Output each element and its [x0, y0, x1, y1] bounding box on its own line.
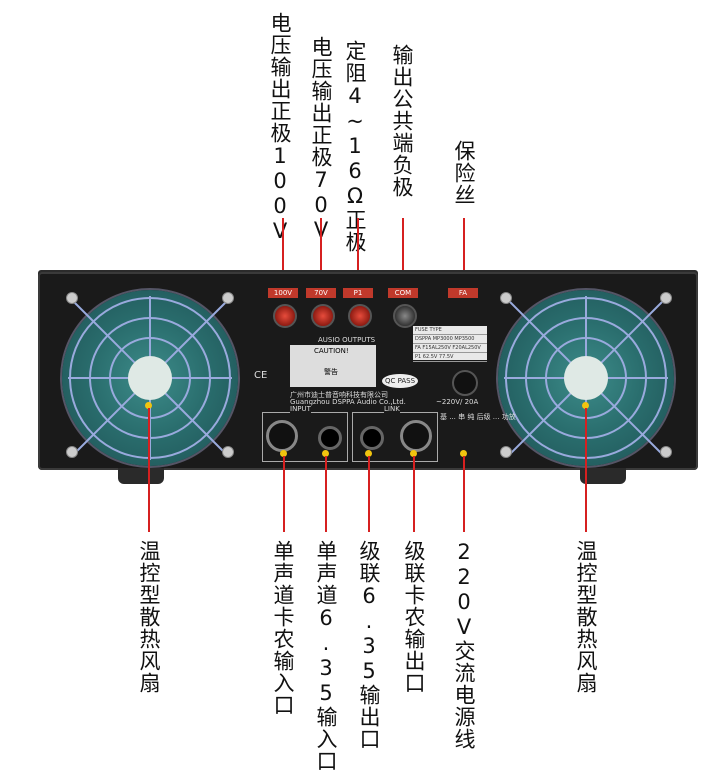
label-trs-link: 级联6.35输出口	[357, 540, 381, 750]
marker-dot	[280, 450, 287, 457]
fuse-row: P1 62.5V 77.5V	[413, 353, 487, 362]
company-en: Guangzhou DSPPA Audio Co.,Ltd.	[290, 398, 406, 406]
leader-xlr-link	[413, 456, 415, 532]
screw	[500, 446, 512, 458]
label-100v: 电压输出正极100V	[268, 12, 292, 244]
company-cn: 广州市迪士普音响科技有限公司	[290, 391, 388, 399]
label-p1: 定阻4~16Ω正极	[343, 40, 367, 253]
label-fan-left: 温控型散热风扇	[137, 540, 161, 694]
leader-trs-link	[368, 456, 370, 532]
power-rating: ~220V/ 20A	[436, 398, 479, 406]
label-trs-input: 单声道6.35输入口	[314, 540, 338, 772]
terminal-com[interactable]: COM	[388, 288, 418, 338]
terminal-label: COM	[388, 288, 418, 298]
leader-100v	[282, 218, 284, 288]
xlr-input-jack[interactable]	[266, 420, 298, 452]
marker-dot	[365, 450, 372, 457]
screw	[66, 292, 78, 304]
fuse-label: FA	[448, 288, 478, 298]
label-xlr-link: 级联卡农输出口	[402, 540, 426, 694]
ce-mark: CE	[254, 370, 268, 381]
terminal-70v[interactable]: 70V	[306, 288, 336, 338]
marker-dot	[410, 450, 417, 457]
terminal-label: 70V	[306, 288, 336, 298]
screw	[660, 446, 672, 458]
binding-post-icon	[348, 304, 372, 328]
leader-fan-right	[585, 408, 587, 532]
label-com: 输出公共端负极	[390, 44, 414, 198]
binding-post-icon	[393, 304, 417, 328]
fuse-type-table: FUSE TYPE DSPPA MP3000 MP3500 FA F15AL25…	[413, 326, 487, 362]
screw	[500, 292, 512, 304]
fan-left	[62, 290, 238, 466]
label-70v: 电压输出正极70V	[309, 36, 333, 243]
leader-xlr-in	[283, 456, 285, 532]
marker-dot	[322, 450, 329, 457]
label-fan-right: 温控型散热风扇	[574, 540, 598, 694]
screw	[222, 446, 234, 458]
xlr-link-jack[interactable]	[400, 420, 432, 452]
warning-label: CAUTION! 警告	[290, 345, 376, 387]
screw	[222, 292, 234, 304]
link-label: LINK	[384, 405, 400, 413]
leader-fan-left	[148, 408, 150, 532]
input-label: INPUT	[290, 405, 311, 413]
screw	[66, 446, 78, 458]
qc-badge: QC PASS	[382, 374, 419, 388]
leader-fuse	[463, 218, 465, 288]
fuse-type-header: FUSE TYPE	[413, 326, 487, 335]
terminal-label: P1	[343, 288, 373, 298]
trs-link-jack[interactable]	[360, 426, 384, 450]
marker-dot	[460, 450, 467, 457]
leader-70v	[320, 218, 322, 288]
leader-power	[463, 456, 465, 532]
fuse-holder[interactable]: FA	[448, 288, 478, 338]
trs-input-jack[interactable]	[318, 426, 342, 450]
fuse-row: FA F15AL250V F20AL250V	[413, 344, 487, 353]
fan-grille-icon	[68, 296, 232, 460]
marker-dot	[582, 402, 589, 409]
terminal-label: 100V	[268, 288, 298, 298]
warning-cn-text: 警告	[324, 368, 338, 376]
marker-dot	[145, 402, 152, 409]
terminal-p1[interactable]: P1	[343, 288, 373, 338]
screw	[660, 292, 672, 304]
label-xlr-input: 单声道卡农输入口	[271, 540, 295, 716]
terminal-100v[interactable]: 100V	[268, 288, 298, 338]
foot-left	[118, 468, 164, 484]
leader-p1	[357, 218, 359, 288]
caution-text: CAUTION!	[314, 347, 349, 355]
audio-outputs-label: AUSIO OUTPUTS	[318, 336, 376, 344]
label-power-cord: 220V交流电源线	[452, 540, 476, 750]
fuse-row: DSPPA MP3000 MP3500	[413, 335, 487, 344]
label-fuse: 保险丝	[452, 140, 476, 206]
foot-right	[580, 468, 626, 484]
leader-com	[402, 218, 404, 288]
binding-post-icon	[311, 304, 335, 328]
binding-post-icon	[273, 304, 297, 328]
power-cord-icon	[452, 370, 478, 396]
leader-trs-in	[325, 456, 327, 532]
side-note: 基 ... 串 纯 后级 ... 功放	[440, 413, 516, 421]
